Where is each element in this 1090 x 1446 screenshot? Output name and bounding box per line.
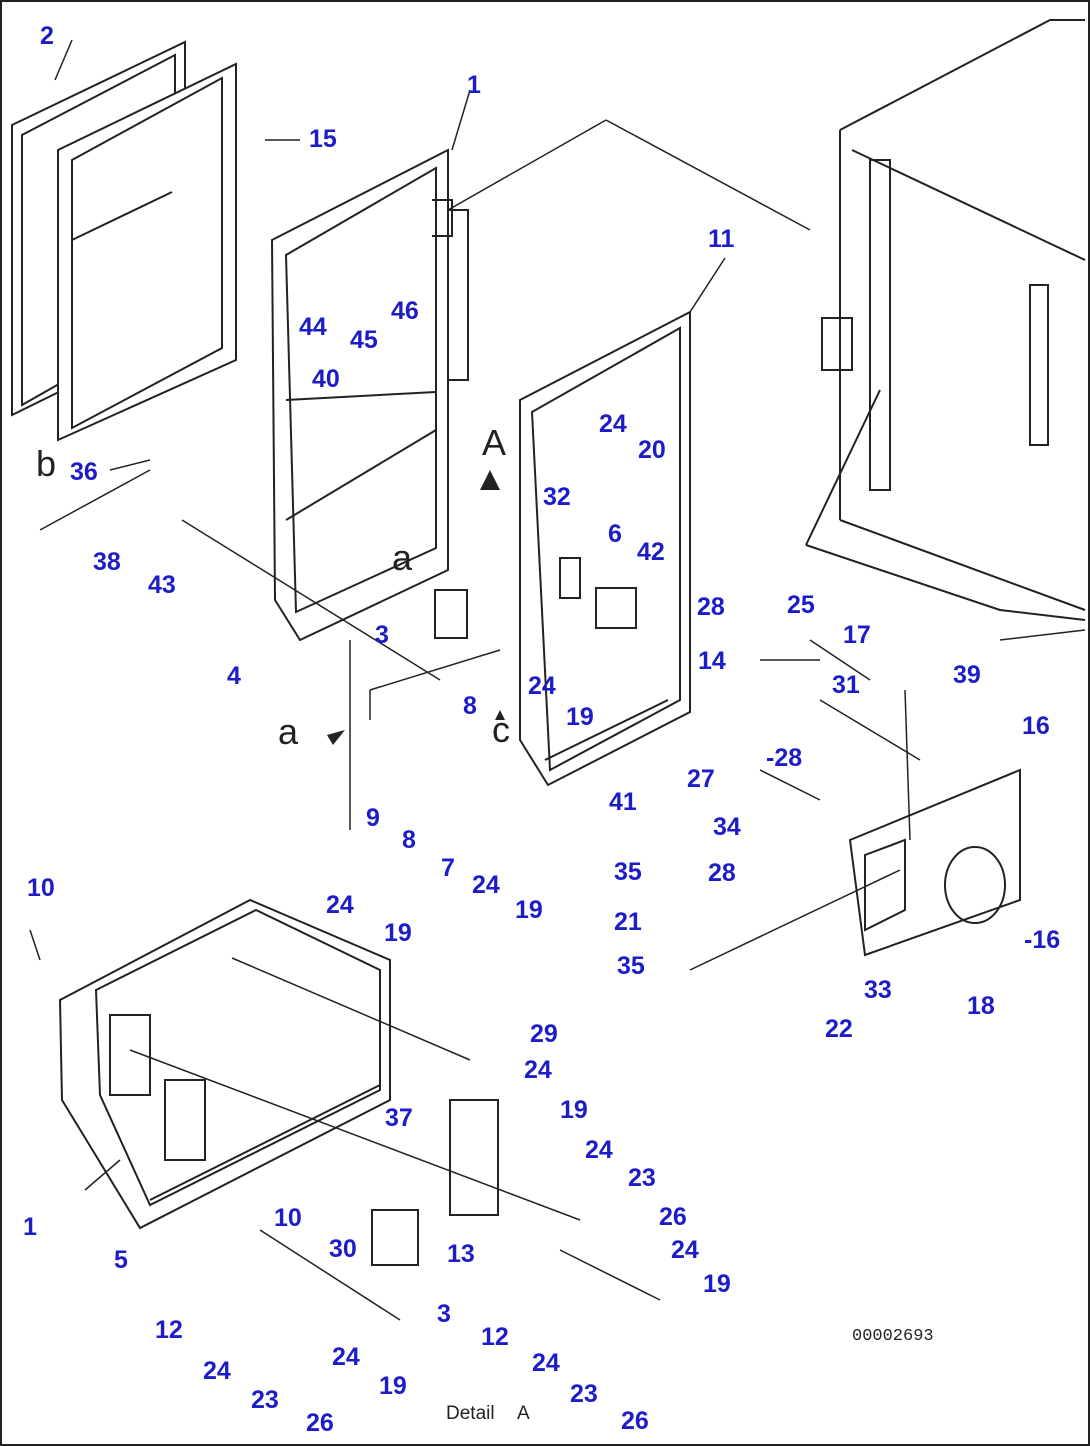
callout-1-lower: 1 bbox=[23, 1213, 37, 1241]
callout-24-b: 24 bbox=[472, 871, 500, 899]
callout-25: 25 bbox=[787, 591, 815, 619]
callout-36: 36 bbox=[70, 458, 98, 486]
callout-37: 37 bbox=[385, 1104, 413, 1132]
callout-31: 31 bbox=[832, 671, 860, 699]
callout-24-h: 24 bbox=[203, 1357, 231, 1385]
callout-38: 38 bbox=[93, 548, 121, 576]
callout-35-b: 35 bbox=[617, 952, 645, 980]
callout-28-b: -28 bbox=[766, 744, 803, 772]
callout-24-g: 24 bbox=[671, 1236, 699, 1264]
callout-34: 34 bbox=[713, 813, 741, 841]
cab-body bbox=[805, 19, 1086, 621]
callout-19-c: 19 bbox=[566, 703, 594, 731]
detail-letter: A bbox=[517, 1403, 530, 1424]
callout-43: 43 bbox=[148, 571, 176, 599]
latch-assembly bbox=[371, 557, 637, 1266]
callout-18: 18 bbox=[967, 992, 995, 1020]
side-panel bbox=[848, 768, 1021, 957]
callout-24-a: 24 bbox=[326, 891, 354, 919]
view-mark-c: c bbox=[492, 709, 510, 750]
callout-33: 33 bbox=[864, 976, 892, 1004]
callout-28-a: 28 bbox=[697, 593, 725, 621]
callout-9: 9 bbox=[366, 804, 380, 832]
callout-19-a: 19 bbox=[384, 919, 412, 947]
callout-4: 4 bbox=[227, 662, 241, 690]
callout-23-a: 23 bbox=[628, 1164, 656, 1192]
callout-21: 21 bbox=[614, 908, 642, 936]
callout-12-b: 12 bbox=[481, 1323, 509, 1351]
callout-16-b: -16 bbox=[1024, 926, 1061, 954]
callout-17: 17 bbox=[843, 621, 871, 649]
callout-1-upper: 1 bbox=[467, 71, 481, 99]
callout-15: 15 bbox=[309, 125, 337, 153]
view-mark-b: b bbox=[36, 443, 57, 484]
callout-13: 13 bbox=[447, 1240, 475, 1268]
view-arrows bbox=[327, 470, 505, 745]
callout-10-lower: 10 bbox=[274, 1204, 302, 1232]
callout-16-a: 16 bbox=[1022, 712, 1050, 740]
callout-29: 29 bbox=[530, 1020, 558, 1048]
view-mark-A: A bbox=[482, 422, 507, 463]
callout-45: 45 bbox=[350, 326, 378, 354]
door-glass-panel bbox=[11, 40, 237, 442]
callout-23-b: 23 bbox=[251, 1386, 279, 1414]
callout-5: 5 bbox=[114, 1246, 128, 1274]
callout-22: 22 bbox=[825, 1015, 853, 1043]
callout-27: 27 bbox=[687, 765, 715, 793]
callout-3-lower: 3 bbox=[437, 1300, 451, 1328]
door-glass-lower bbox=[519, 310, 691, 787]
callout-24-j: 24 bbox=[532, 1349, 560, 1377]
callout-24-d: 24 bbox=[528, 672, 556, 700]
callout-24-c: 24 bbox=[599, 410, 627, 438]
view-mark-a-lower: a bbox=[278, 711, 299, 752]
callout-44: 44 bbox=[299, 313, 327, 341]
callout-6: 6 bbox=[608, 520, 622, 548]
door-frame-upper bbox=[270, 148, 469, 642]
callout-24-e: 24 bbox=[524, 1056, 552, 1084]
callout-40: 40 bbox=[312, 365, 340, 393]
callout-11: 11 bbox=[708, 225, 735, 253]
callout-26-b: 26 bbox=[306, 1409, 334, 1437]
callout-12-a: 12 bbox=[155, 1316, 183, 1344]
callout-46: 46 bbox=[391, 297, 419, 325]
callout-39: 39 bbox=[953, 661, 981, 689]
callout-23-c: 23 bbox=[570, 1380, 598, 1408]
callout-41: 41 bbox=[609, 788, 637, 816]
callout-26-a: 26 bbox=[659, 1203, 687, 1231]
callout-24-f: 24 bbox=[585, 1136, 613, 1164]
callout-14: 14 bbox=[698, 647, 726, 675]
callout-30: 30 bbox=[329, 1235, 357, 1263]
callout-35-a: 35 bbox=[614, 858, 642, 886]
callout-7: 7 bbox=[441, 854, 455, 882]
callout-19-e: 19 bbox=[703, 1270, 731, 1298]
callout-19-b: 19 bbox=[515, 896, 543, 924]
callout-26-c: 26 bbox=[621, 1407, 649, 1435]
callout-24-i: 24 bbox=[332, 1343, 360, 1371]
callout-42: 42 bbox=[637, 538, 665, 566]
callout-8-lower: 8 bbox=[402, 826, 416, 854]
callout-8-upper: 8 bbox=[463, 692, 477, 720]
drawing-number: 00002693 bbox=[852, 1327, 934, 1346]
callout-20: 20 bbox=[638, 436, 666, 464]
callout-10-upper: 10 bbox=[27, 874, 55, 902]
detail-caption: Detail bbox=[446, 1403, 495, 1424]
callout-32: 32 bbox=[543, 483, 571, 511]
view-mark-a-upper: a bbox=[392, 537, 413, 578]
callout-19-d: 19 bbox=[560, 1096, 588, 1124]
callout-28-c: 28 bbox=[708, 859, 736, 887]
door-frame-lower bbox=[58, 898, 391, 1230]
leader-lines bbox=[29, 39, 1086, 1321]
callout-3-upper: 3 bbox=[375, 621, 389, 649]
callout-19-f: 19 bbox=[379, 1372, 407, 1400]
callout-2: 2 bbox=[40, 22, 54, 50]
